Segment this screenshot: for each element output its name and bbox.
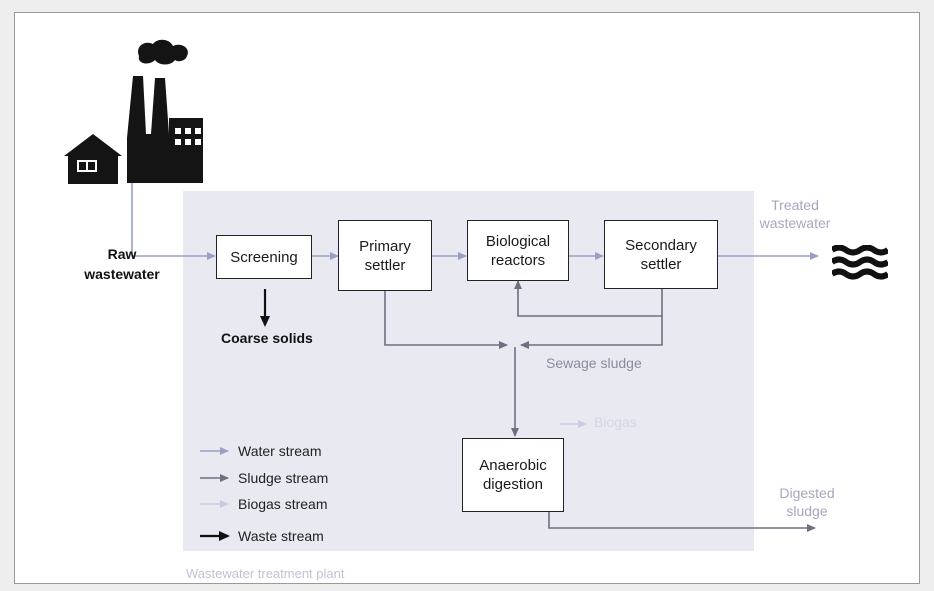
biogas-label: Biogas (594, 414, 637, 430)
treated-wastewater-label: Treated wastewater (759, 197, 831, 231)
sludge-stream-lines (384, 280, 816, 532)
biological-reactors-label: Biological reactors (485, 232, 551, 269)
plant-area-label: Wastewater treatment plant (186, 566, 345, 581)
anaerobic-digestion-label: Anaerobic digestion (479, 457, 547, 493)
primary-sludge-line (384, 291, 508, 349)
coarse-solids-label: Coarse solids (221, 330, 313, 346)
secondary-settler-box: Secondary settler (604, 220, 718, 289)
waste-stream-swatch (200, 531, 230, 541)
legend-label-waste: Waste stream (238, 528, 324, 544)
secondary-sludge-line (520, 316, 663, 349)
digested-sludge-line (548, 512, 816, 532)
screening-box: Screening (216, 235, 312, 279)
anaerobic-digestion-box: Anaerobic digestion (462, 438, 564, 512)
legend-label-biogas: Biogas stream (238, 496, 328, 512)
factory-icon (127, 39, 203, 183)
raw-wastewater-line (131, 183, 216, 260)
primary-settler-label: Primary settler (359, 237, 411, 274)
primary-settler-box: Primary settler (338, 220, 432, 291)
sewage-sludge-label: Sewage sludge (546, 355, 642, 371)
biogas-arrow (560, 420, 587, 428)
screening-label: Screening (230, 248, 298, 266)
biological-reactors-box: Biological reactors (467, 220, 569, 281)
secondary-settler-label: Secondary settler (625, 236, 697, 273)
legend-label-sludge: Sludge stream (238, 470, 329, 486)
water-waves-icon (832, 245, 888, 280)
sludge-recycle-line (514, 280, 663, 317)
house-icon (64, 134, 122, 184)
biogas-stream-swatch (200, 500, 229, 508)
sludge-stream-swatch (200, 474, 229, 482)
legend-label-water: Water stream (238, 443, 322, 459)
water-stream-lines (131, 183, 819, 260)
raw-wastewater-label: Raw wastewater (84, 246, 160, 282)
digested-sludge-label: Digested sludge (779, 485, 835, 519)
water-stream-swatch (200, 447, 229, 455)
